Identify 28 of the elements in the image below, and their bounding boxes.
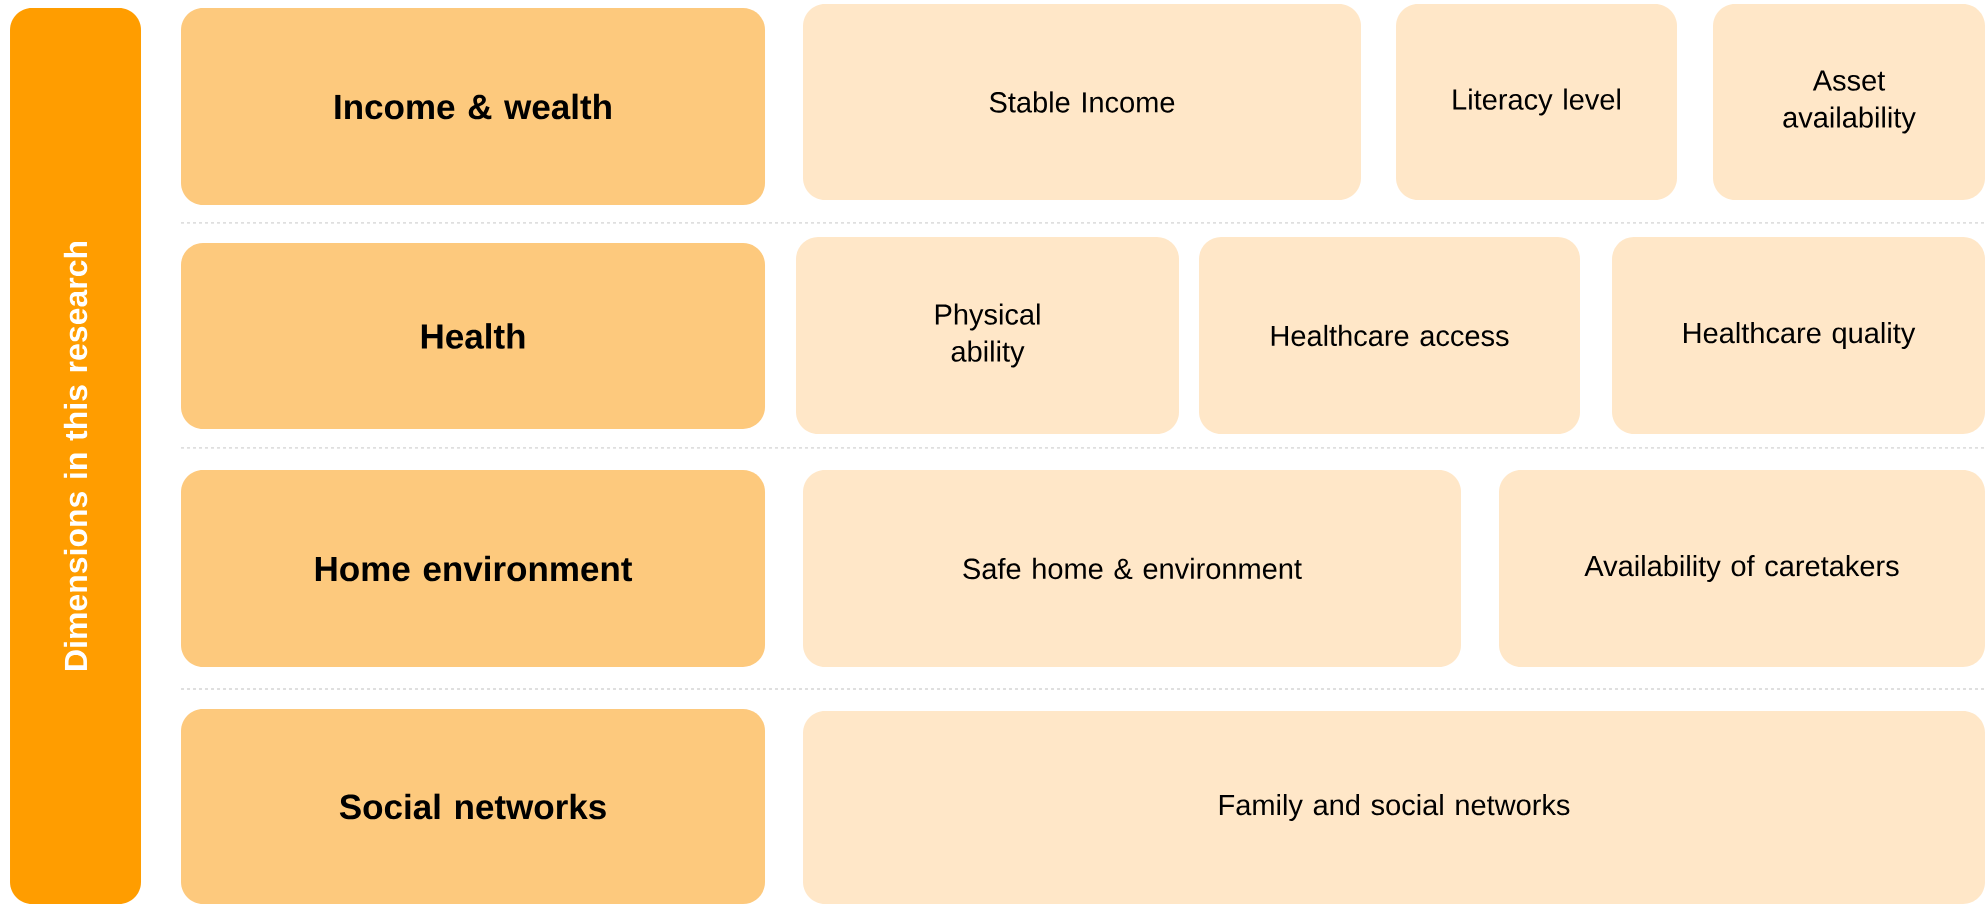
node-text: Income & wealth <box>335 93 611 120</box>
factor-box: Physical ability <box>796 237 1179 434</box>
node-text: Family and social networks <box>1219 793 1570 822</box>
factor-box: Healthcare access <box>1199 237 1580 434</box>
factor-box: Stable Income <box>803 4 1361 200</box>
factor-box: Family and social networks <box>803 711 1985 904</box>
factor-box: Asset availability <box>1713 4 1985 200</box>
node-text: Availability of caretakers <box>1584 554 1899 583</box>
node-text: Safe home & environment <box>963 557 1302 580</box>
factor-box: Safe home & environment <box>803 470 1461 667</box>
factor-box: Availability of caretakers <box>1499 470 1985 667</box>
side-bar: Dimensions in this research <box>10 8 141 904</box>
node-text: Stable Income <box>989 91 1175 113</box>
node-text: Dimensions in this research <box>63 241 88 670</box>
dimension-box: Social networks <box>181 709 765 904</box>
node-text: Asset availability <box>1783 70 1916 134</box>
node-text: Healthcare quality <box>1684 321 1916 350</box>
node-text: Physical ability <box>935 303 1040 368</box>
node-text: Home environment <box>315 555 633 582</box>
node-text: Healthcare access <box>1271 324 1509 347</box>
node-text: Social networks <box>339 793 606 820</box>
dimension-box: Health <box>181 243 765 429</box>
factor-box: Literacy level <box>1396 4 1677 200</box>
dimension-box: Income & wealth <box>181 8 765 205</box>
node-text: Literacy level <box>1453 88 1620 116</box>
dimension-box: Home environment <box>181 470 765 667</box>
node-text: Health <box>421 323 525 349</box>
factor-box: Healthcare quality <box>1612 237 1985 434</box>
